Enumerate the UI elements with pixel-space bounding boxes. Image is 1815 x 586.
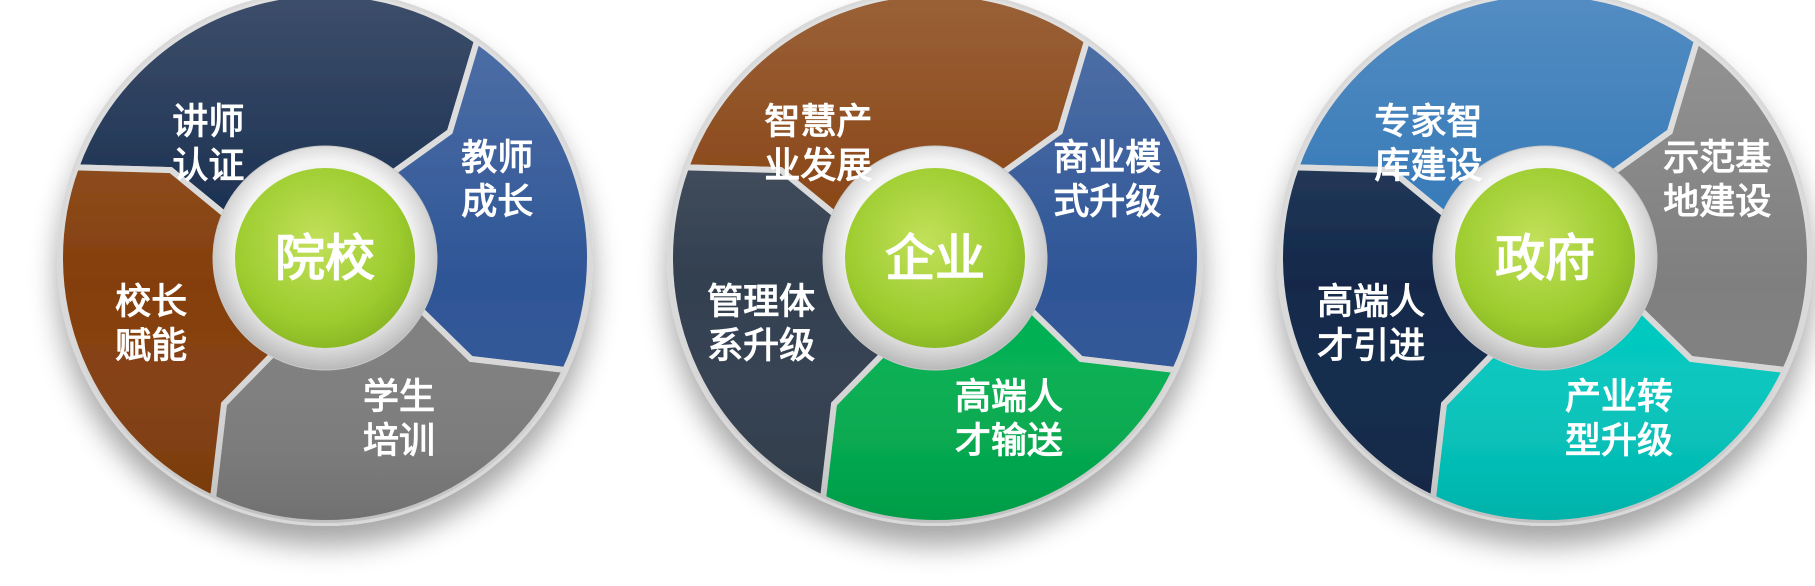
hub-label: 院校 [275,229,375,288]
segment-label: 型升级 [1565,420,1673,462]
segment-label: 库建设 [1374,144,1482,186]
segment-label: 管理体 [707,280,815,322]
segment-label: 产业转 [1565,376,1673,418]
segment-label: 示范基 [1663,137,1771,179]
segment-label: 式升级 [1053,181,1161,223]
segment-label: 认证 [172,144,244,186]
segment-label: 高端人 [1317,280,1425,322]
segment-label: 商业模 [1053,137,1161,179]
segment-label: 高端人 [955,376,1063,418]
segment-label: 专家智 [1374,100,1482,142]
cycle-diagram-colleges: 院校 讲师 认证 教师 成长 学生 培训 校长 赋能 [57,0,593,526]
segment-label: 教师 [461,137,533,179]
hub-label: 政府 [1495,229,1595,288]
cycle-diagram-government: 政府 专家智 库建设 示范基 地建设 产业转 型升级 高端人 才引进 [1277,0,1813,526]
segment-label: 培训 [363,420,435,462]
segment-label: 成长 [461,181,533,223]
segment-label: 讲师 [172,100,244,142]
hub-label: 企业 [885,229,985,288]
segment-label: 校长 [115,280,187,322]
segment-label: 才引进 [1317,324,1425,366]
segment-label: 才输送 [955,420,1063,462]
segment-label: 业发展 [764,144,872,186]
hub-circle [845,168,1025,348]
segment-label: 智慧产 [764,100,872,142]
segment-label: 赋能 [115,324,187,366]
hub-circle [235,168,415,348]
segment-label: 学生 [363,376,435,418]
segment-label: 地建设 [1663,181,1771,223]
segment-label: 系升级 [707,324,815,366]
hub-circle [1455,168,1635,348]
cycle-diagram-enterprise: 企业 智慧产 业发展 商业模 式升级 高端人 才输送 管理体 系升级 [667,0,1203,526]
